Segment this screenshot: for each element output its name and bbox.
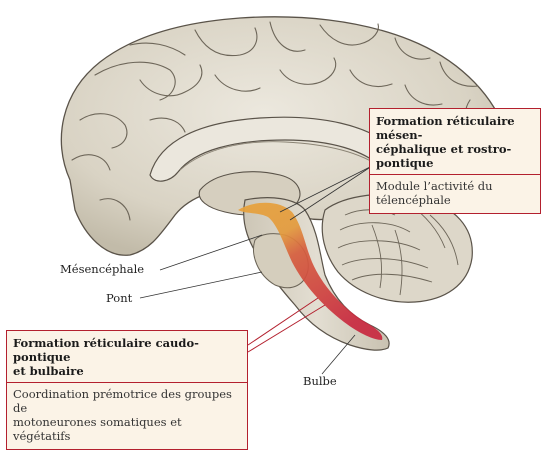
callout-upper-body-line1: Module l’activité du (376, 179, 534, 193)
callout-lower-title-line2: et bulbaire (13, 364, 241, 378)
callout-upper-divider (370, 174, 540, 175)
callout-upper-reticular-formation: Formation réticulaire mésen- céphalique … (369, 108, 541, 214)
label-mesencephale: Mésencéphale (60, 262, 144, 276)
callout-upper-title-line1: Formation réticulaire mésen- (376, 114, 534, 142)
label-bulbe: Bulbe (303, 374, 337, 388)
callout-upper-body-line2: télencéphale (376, 193, 534, 207)
callout-upper-title-line2: céphalique et rostro-pontique (376, 142, 534, 170)
callout-lower-body-line2: motoneurones somatiques et végétatifs (13, 415, 241, 443)
label-pont: Pont (106, 291, 132, 305)
callout-lower-title-line1: Formation réticulaire caudo-pontique (13, 336, 241, 364)
callout-lower-divider (7, 382, 247, 383)
brain-diagram: Mésencéphale Pont Bulbe Formation réticu… (0, 0, 548, 411)
callout-lower-reticular-formation: Formation réticulaire caudo-pontique et … (6, 330, 248, 450)
